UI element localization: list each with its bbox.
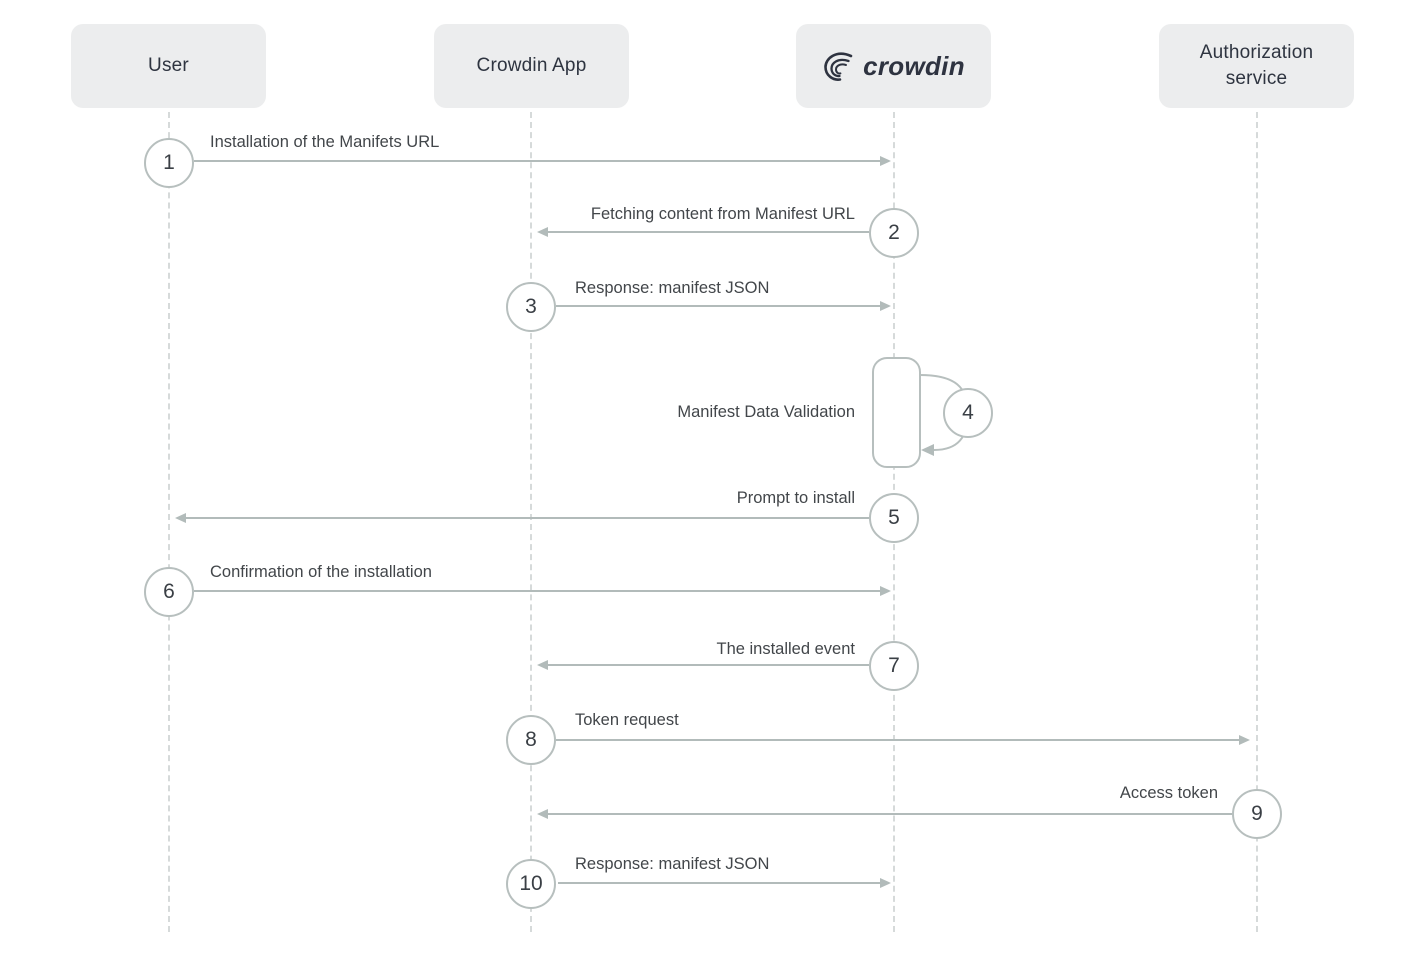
arrowhead-right-icon bbox=[880, 301, 891, 311]
actor-authorization-service: Authorization service bbox=[1159, 24, 1354, 108]
lifeline-user bbox=[168, 112, 170, 932]
arrowhead-left-icon bbox=[175, 513, 186, 523]
arrowhead-left-icon bbox=[537, 809, 548, 819]
crowdin-logo: crowdin bbox=[822, 51, 965, 81]
activation-box bbox=[872, 357, 921, 468]
message-4-label: Manifest Data Validation bbox=[677, 403, 855, 421]
arrowhead-left-icon bbox=[537, 660, 548, 670]
self-loop-graphic bbox=[872, 357, 970, 468]
lifeline-authorization-service bbox=[1256, 112, 1258, 932]
message-1-line bbox=[194, 160, 880, 162]
message-5-line bbox=[186, 517, 869, 519]
message-9-line bbox=[548, 813, 1232, 815]
step-7-number: 7 bbox=[869, 641, 919, 691]
message-8-label: Token request bbox=[575, 711, 679, 729]
step-1-number: 1 bbox=[144, 138, 194, 188]
actor-user: User bbox=[71, 24, 266, 108]
message-6-label: Confirmation of the installation bbox=[210, 563, 432, 581]
message-10-label: Response: manifest JSON bbox=[575, 855, 770, 873]
arrowhead-right-icon bbox=[880, 878, 891, 888]
arrowhead-right-icon bbox=[1239, 735, 1250, 745]
arrowhead-right-icon bbox=[880, 156, 891, 166]
message-6-line bbox=[194, 590, 880, 592]
step-2-number: 2 bbox=[869, 208, 919, 258]
actor-crowdin-app: Crowdin App bbox=[434, 24, 629, 108]
arrowhead-right-icon bbox=[880, 586, 891, 596]
message-3-line bbox=[556, 305, 880, 307]
message-2-line bbox=[548, 231, 869, 233]
step-10-number: 10 bbox=[506, 859, 556, 909]
arrowhead-left-icon bbox=[921, 444, 934, 456]
message-1-label: Installation of the Manifets URL bbox=[210, 133, 440, 151]
message-2-label: Fetching content from Manifest URL bbox=[590, 205, 855, 223]
step-9-number: 9 bbox=[1232, 789, 1282, 839]
message-7-label: The installed event bbox=[716, 640, 855, 658]
step-3-number: 3 bbox=[506, 282, 556, 332]
arrowhead-left-icon bbox=[537, 227, 548, 237]
step-4-number: 4 bbox=[943, 388, 993, 438]
message-8-line bbox=[556, 739, 1239, 741]
step-5-number: 5 bbox=[869, 493, 919, 543]
actor-crowdin-app-label: Crowdin App bbox=[476, 55, 587, 76]
lifeline-crowdin-app bbox=[530, 112, 532, 932]
crowdin-wordmark: crowdin bbox=[863, 51, 965, 81]
step-8-number: 8 bbox=[506, 715, 556, 765]
message-3-label: Response: manifest JSON bbox=[575, 279, 770, 297]
crowdin-bird-icon bbox=[824, 52, 853, 81]
actor-authorization-service-label: Authorization service bbox=[1199, 42, 1314, 89]
actor-crowdin: crowdin bbox=[796, 24, 991, 108]
actor-user-label: User bbox=[148, 55, 189, 76]
message-10-line bbox=[558, 882, 880, 884]
message-7-line bbox=[548, 664, 869, 666]
step-6-number: 6 bbox=[144, 567, 194, 617]
message-9-label: Access token bbox=[1119, 784, 1218, 802]
message-5-label: Prompt to install bbox=[736, 489, 855, 507]
